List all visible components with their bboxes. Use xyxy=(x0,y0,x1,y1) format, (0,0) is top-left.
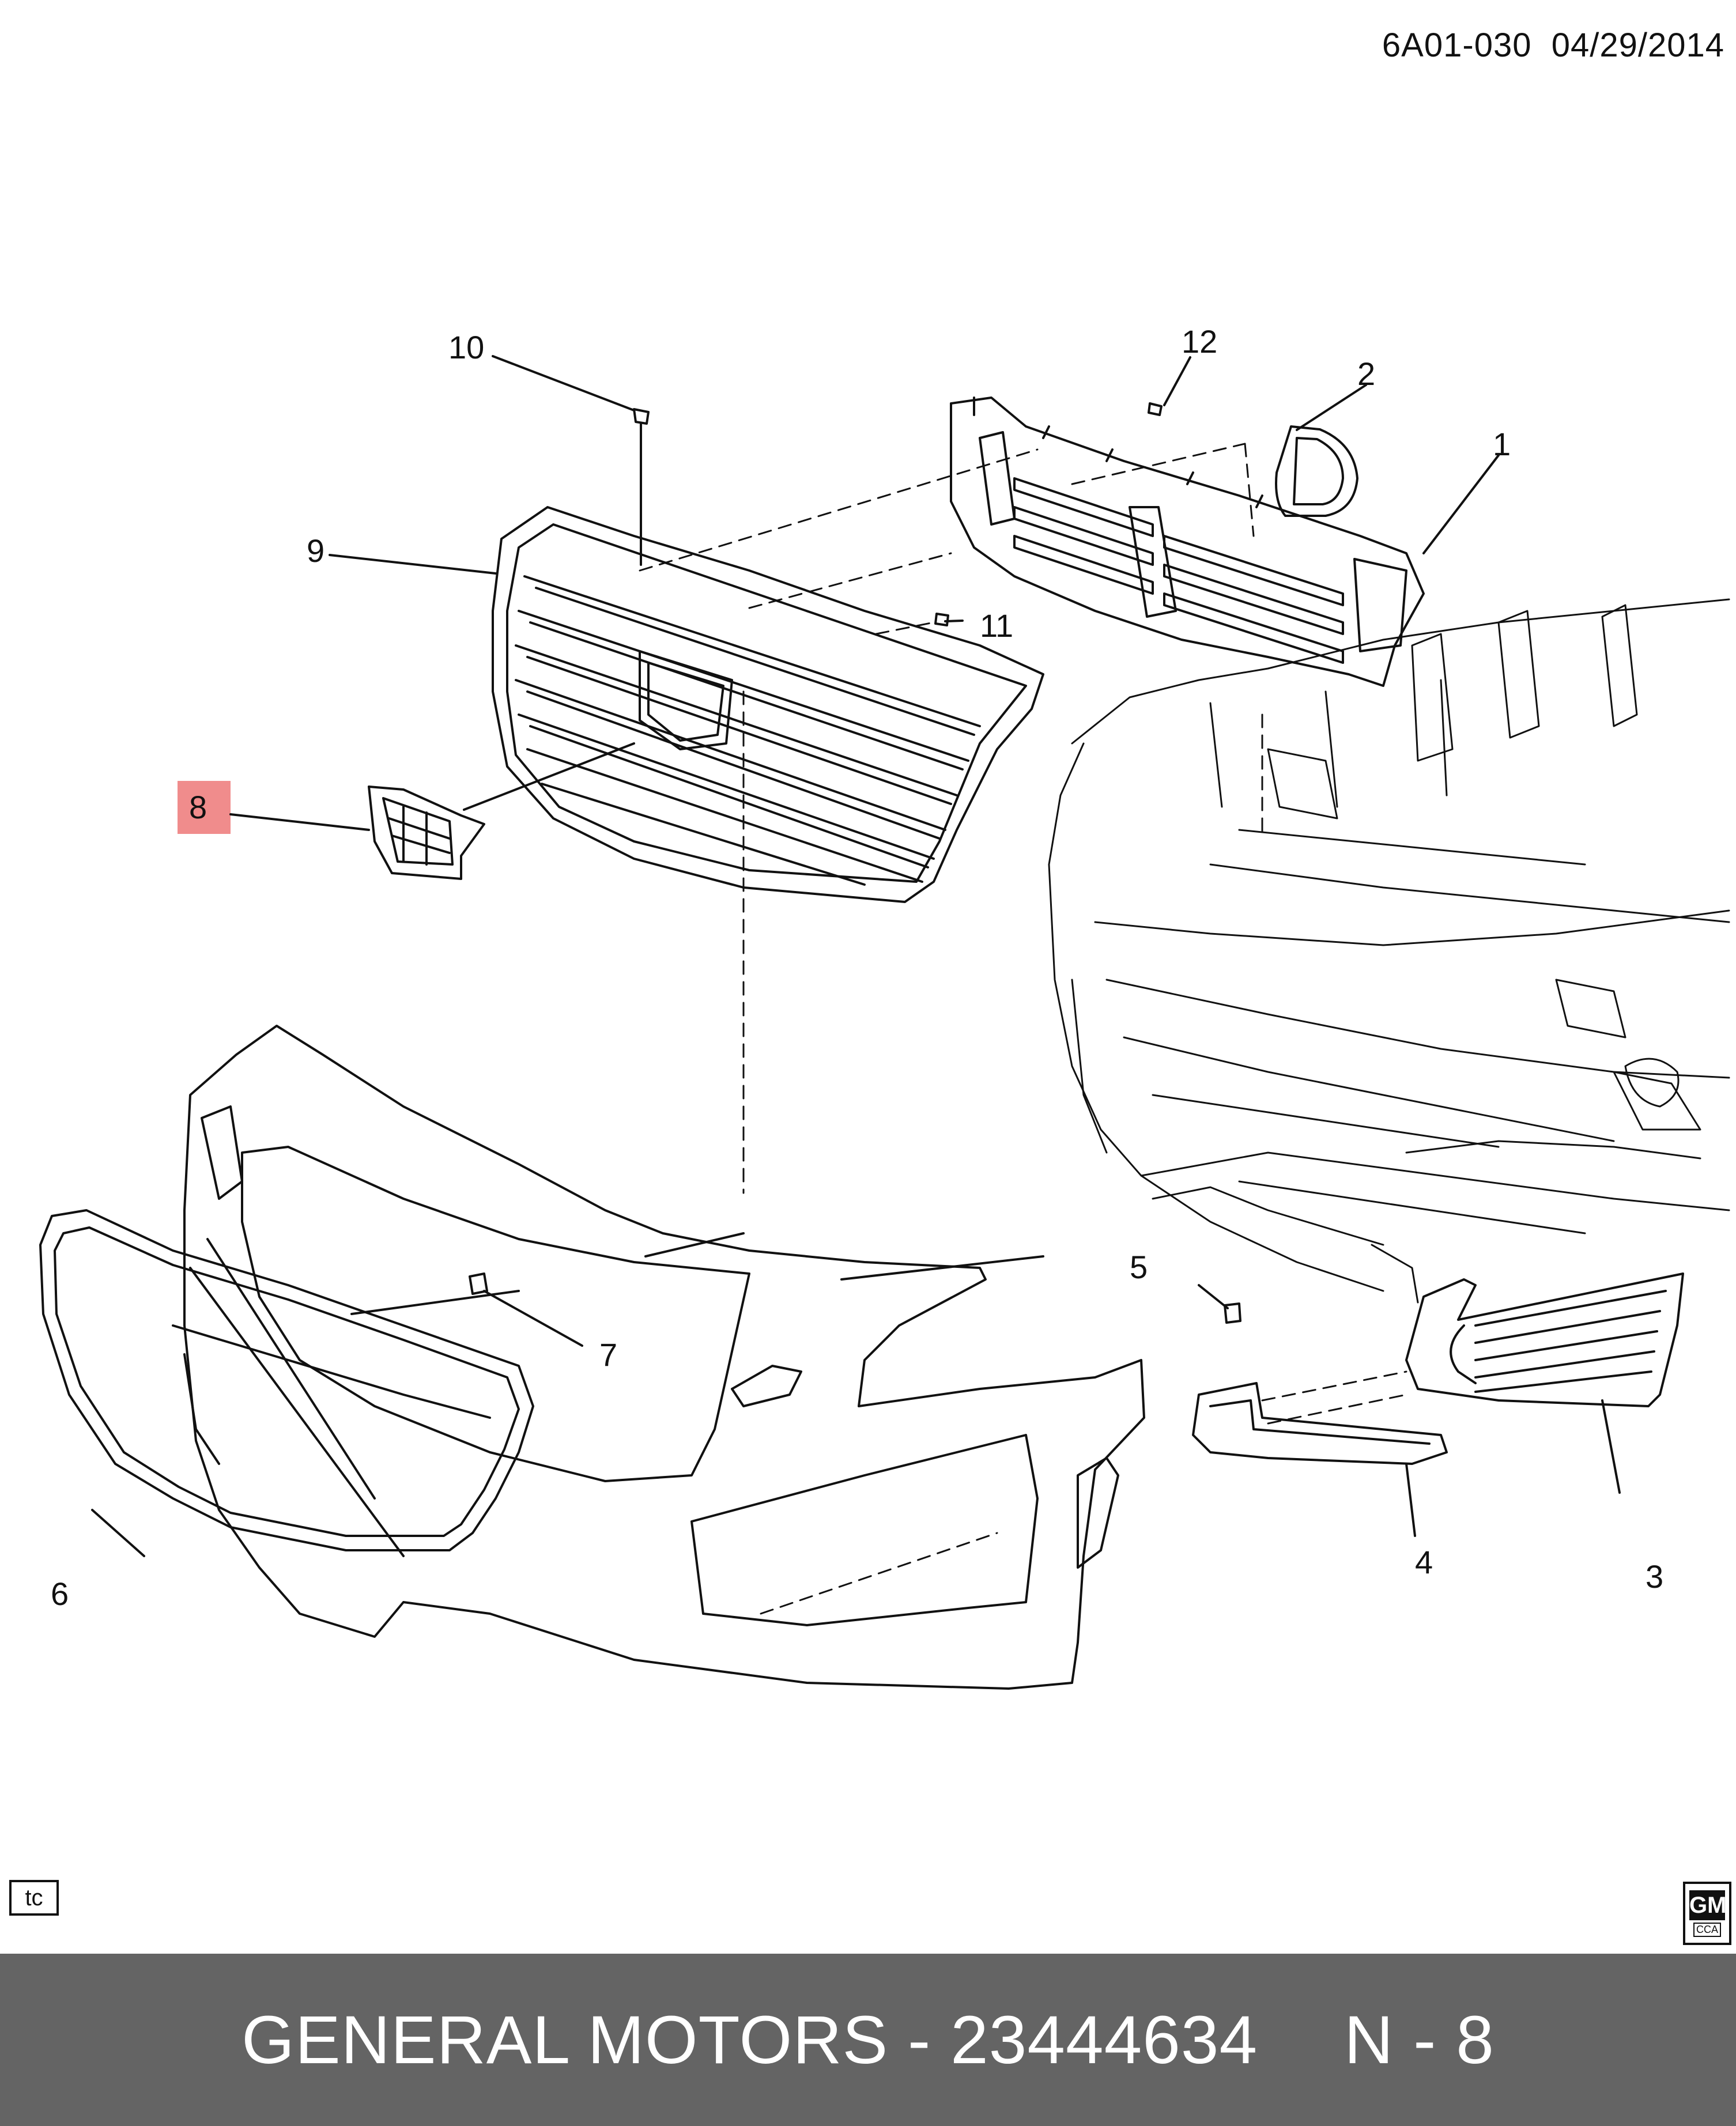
callout-2: 2 xyxy=(1357,356,1375,392)
callout-9: 9 xyxy=(307,533,324,569)
grille-bezel-frame xyxy=(39,1209,534,1551)
gm-logo: GM CCA xyxy=(1683,1882,1731,1945)
emblem xyxy=(368,786,485,880)
callout-8: 8 xyxy=(189,789,207,825)
gm-logo-sub: CCA xyxy=(1693,1922,1721,1937)
diagram-date: 04/29/2014 xyxy=(1551,27,1724,64)
exploded-parts-diagram: 1 2 3 4 5 6 7 8 9 10 11 12 xyxy=(39,323,1730,1690)
bracket-part-2 xyxy=(1275,425,1358,517)
callout-3: 3 xyxy=(1646,1558,1663,1595)
retainer-part-5 xyxy=(1224,1302,1241,1324)
fog-lamp-bezel xyxy=(1405,1272,1684,1407)
callout-4: 4 xyxy=(1415,1544,1433,1580)
gm-logo-mark: GM xyxy=(1689,1890,1726,1920)
fasteners xyxy=(633,402,1163,626)
lower-trim-strip xyxy=(1192,1382,1448,1465)
grille-support-bracket xyxy=(950,396,1425,687)
view-tag: tc xyxy=(9,1880,59,1916)
callout-10: 10 xyxy=(448,329,484,365)
front-bumper-fascia xyxy=(183,1025,1145,1690)
callout-labels: 1 2 3 4 5 6 7 8 9 10 11 12 xyxy=(51,323,1663,1612)
leader-lines xyxy=(91,355,1621,1557)
callout-7: 7 xyxy=(599,1336,617,1373)
callout-12: 12 xyxy=(1182,323,1217,360)
diagram-code: 6A01-030 xyxy=(1382,27,1532,64)
radiator-grille xyxy=(492,506,1044,903)
alignment-lines xyxy=(639,443,1407,1615)
clip-part-7 xyxy=(469,1272,488,1295)
diagram-header: 6A01-030 04/29/2014 xyxy=(1382,26,1724,65)
callout-6: 6 xyxy=(51,1576,69,1612)
highlighted-callout-marker xyxy=(178,781,231,834)
vehicle-front-structure xyxy=(1048,598,1730,1304)
callout-5: 5 xyxy=(1130,1249,1148,1285)
footer-part-ref: N - 8 xyxy=(1344,2002,1495,2078)
footer-brand: GENERAL MOTORS - 23444634 xyxy=(241,2002,1258,2078)
callout-11: 11 xyxy=(980,607,1013,644)
footer-banner: GENERAL MOTORS - 23444634 N - 8 xyxy=(0,1954,1736,2126)
callout-1: 1 xyxy=(1493,426,1511,462)
